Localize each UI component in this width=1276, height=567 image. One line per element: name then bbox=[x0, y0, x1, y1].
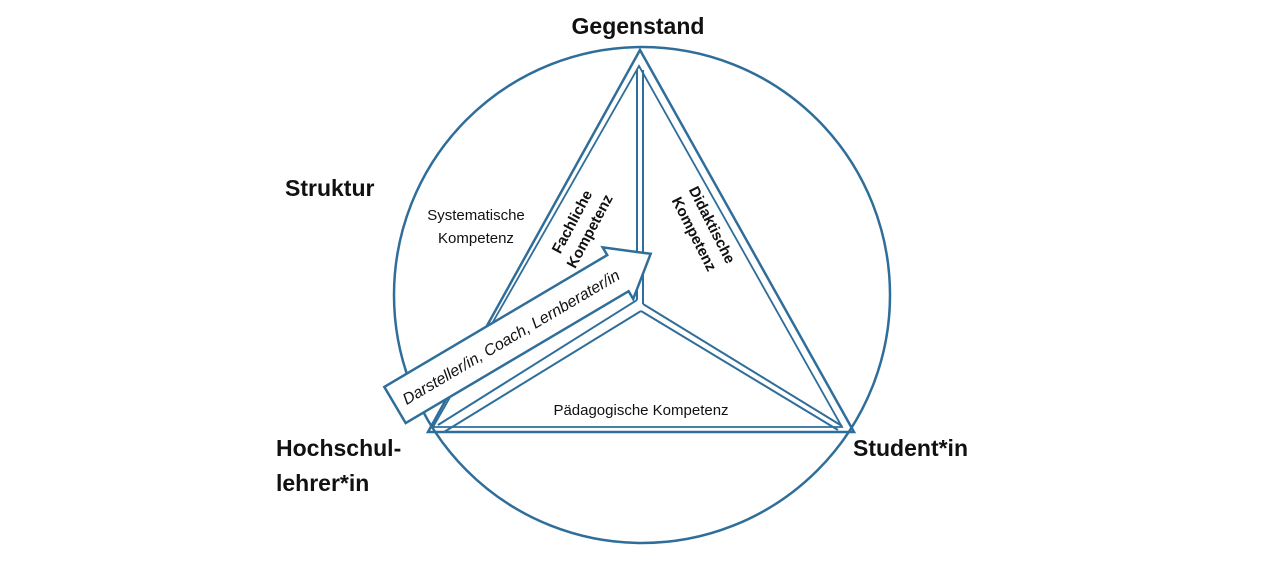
label-didaktische-kompetenz: Didaktische Kompetenz bbox=[668, 184, 738, 274]
vertex-label-hochschullehrer-line2: lehrer*in bbox=[276, 470, 369, 496]
label-struktur: Struktur bbox=[285, 175, 375, 201]
role-arrow: Darsteller/in, Coach, Lernberater/in bbox=[382, 245, 653, 425]
vertex-label-student: Student*in bbox=[853, 435, 968, 461]
vertex-label-gegenstand: Gegenstand bbox=[572, 13, 705, 39]
label-paedagogische: Pädagogische Kompetenz bbox=[553, 402, 728, 419]
inner-spokes bbox=[437, 70, 843, 433]
outer-triangle bbox=[425, 47, 857, 434]
label-systematische-line1: Systematische bbox=[427, 207, 525, 224]
label-systematische-line2: Kompetenz bbox=[438, 230, 514, 247]
outer-circle bbox=[392, 45, 892, 545]
arrow-shape bbox=[382, 245, 653, 425]
vertex-label-hochschullehrer-line1: Hochschul- bbox=[276, 435, 401, 461]
